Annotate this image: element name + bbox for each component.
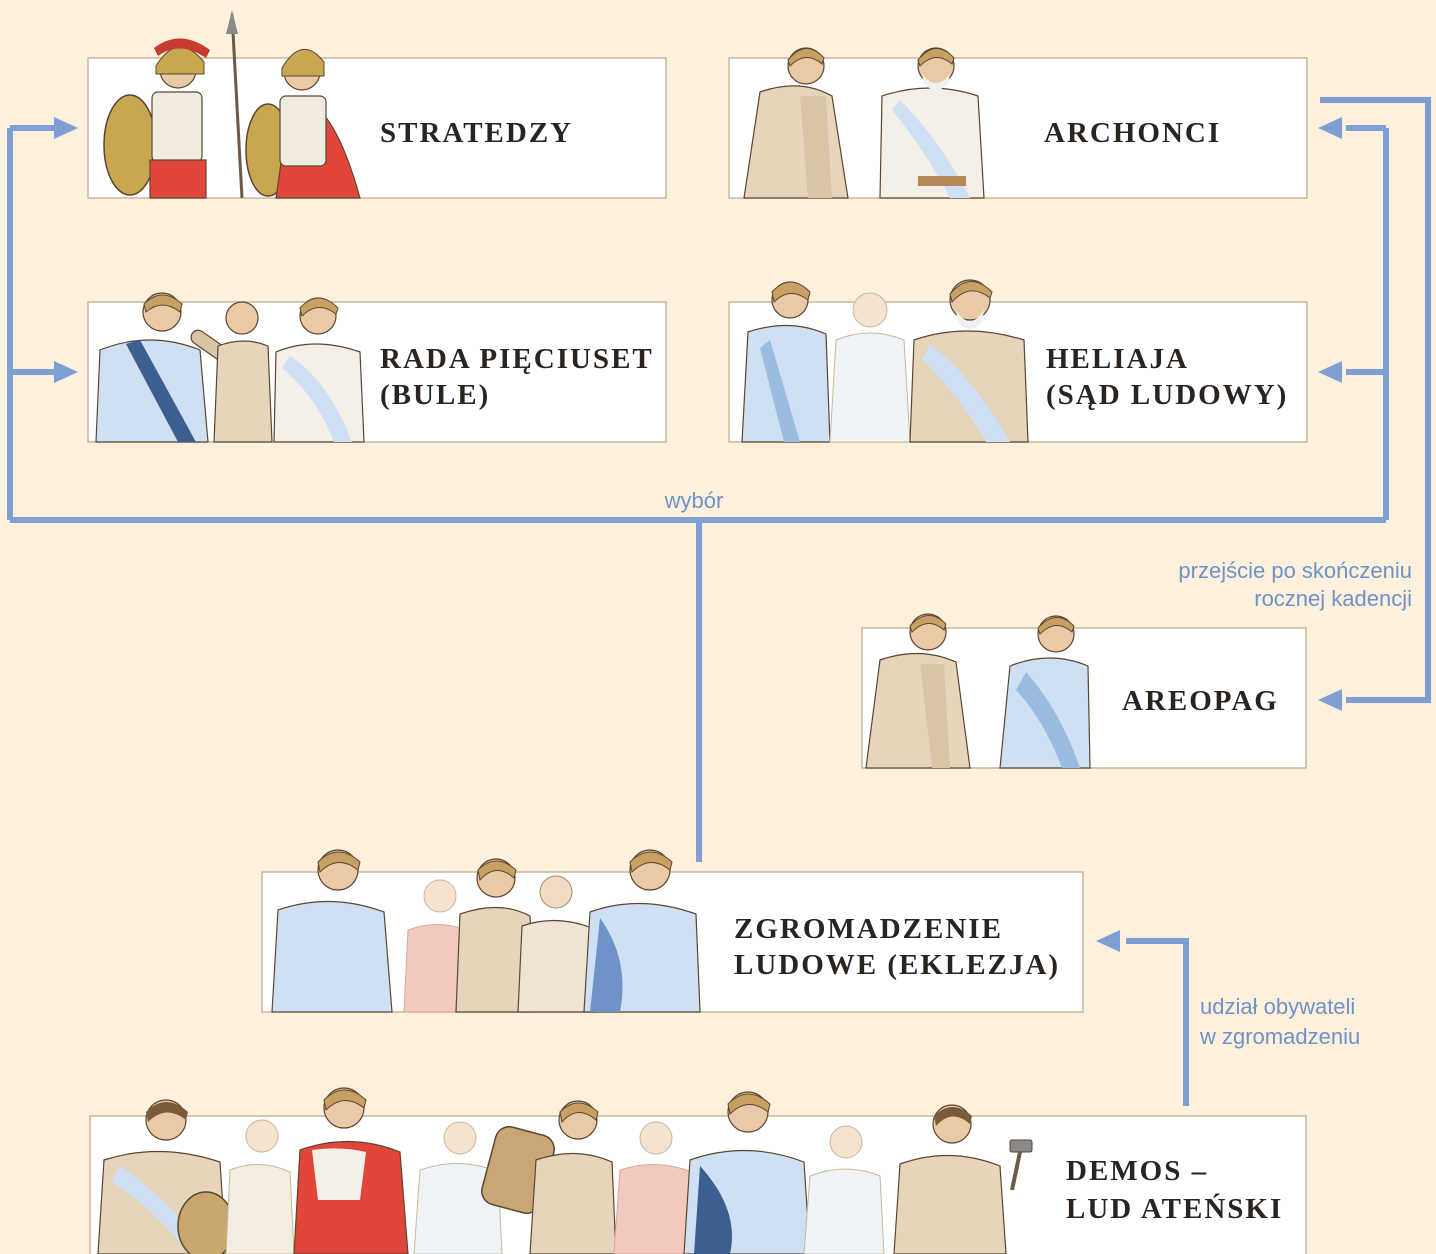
arrow-to-archonci <box>1318 117 1342 139</box>
arrow-to-heliaja <box>1318 361 1342 383</box>
arrow-to-rada <box>54 361 78 383</box>
assembly-illustration <box>271 849 701 1013</box>
label-przejscie-line1: przejście po skończeniu <box>1178 558 1412 583</box>
title-areopag: AREOPAG <box>1122 685 1279 717</box>
title-heliaja-line1: HELIAJA <box>1046 343 1189 375</box>
przejscie-connector <box>1320 97 1431 703</box>
label-wybor: wybór <box>664 488 724 513</box>
arrow-to-zgromadzenie <box>1096 930 1120 952</box>
box-heliaja: HELIAJA (SĄD LUDOWY) <box>728 279 1308 443</box>
box-demos: DEMOS – LUD ATEŃSKI <box>89 1087 1307 1254</box>
title-demos-line1: DEMOS – <box>1066 1155 1208 1187</box>
title-rada-line2: (BULE) <box>380 379 490 411</box>
title-stratedzy: STRATEDZY <box>380 117 573 149</box>
title-rada-line1: RADA PIĘCIUSET <box>380 343 654 375</box>
box-zgromadzenie: ZGROMADZENIE LUDOWE (EKLEZJA) <box>261 849 1084 1013</box>
archons-illustration <box>743 47 985 199</box>
strategos-illustration <box>103 10 361 199</box>
label-udzial-line1: udział obywateli <box>1200 994 1355 1019</box>
heliaia-illustration <box>741 279 1029 443</box>
title-zgromadzenie-line2: LUDOWE (EKLEZJA) <box>734 949 1060 981</box>
council-illustration <box>95 292 365 443</box>
box-areopag: AREOPAG <box>861 613 1307 769</box>
arrow-to-areopag <box>1318 689 1342 711</box>
box-rada: RADA PIĘCIUSET (BULE) <box>87 292 667 443</box>
wybor-connector <box>7 125 1389 862</box>
demos-illustration <box>97 1087 1033 1254</box>
title-demos-line2: LUD ATEŃSKI <box>1066 1192 1283 1225</box>
label-udzial-line2: w zgromadzeniu <box>1199 1024 1360 1049</box>
udzial-connector <box>1126 938 1189 1106</box>
arrow-to-stratedzy <box>54 117 78 139</box>
title-zgromadzenie-line1: ZGROMADZENIE <box>734 913 1003 945</box>
label-przejscie-line2: rocznej kadencji <box>1254 586 1412 611</box>
areopagus-illustration <box>865 613 1091 769</box>
title-heliaja-line2: (SĄD LUDOWY) <box>1046 379 1288 411</box>
box-stratedzy: STRATEDZY <box>87 10 667 199</box>
connector-lines <box>7 97 1431 1106</box>
box-archonci: ARCHONCI <box>728 47 1308 199</box>
title-archonci: ARCHONCI <box>1044 117 1221 149</box>
